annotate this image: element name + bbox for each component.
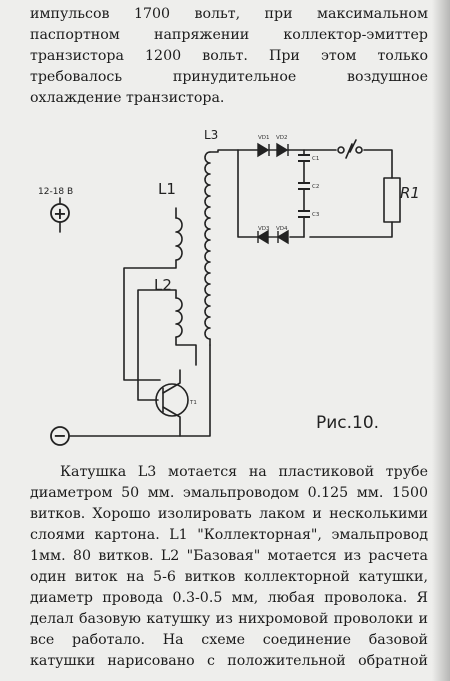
minus-terminal: − (50, 426, 70, 446)
capacitor-label: C2 (312, 184, 319, 190)
svg-text:−: − (53, 426, 66, 445)
text-line: требовалось принудительное воздушное (30, 69, 428, 85)
coil-l1-label: L1 (158, 180, 176, 198)
text-line: паспортном напряжении коллектор-эмиттер (30, 27, 428, 43)
resistor-r1 (383, 177, 401, 223)
supply-voltage-label: 12-18 В (38, 187, 73, 197)
text-line: диаметром 50 мм. эмальпроводом 0.125 мм.… (30, 485, 428, 501)
resistor-label: R1 (400, 184, 420, 202)
plus-terminal: + (50, 203, 70, 223)
diode-label: VD1 (258, 135, 270, 141)
coil-l1 (175, 217, 183, 261)
transistor-label: T1 (189, 400, 197, 406)
diode-label: VD2 (276, 135, 288, 141)
coil-l3-label: L3 (204, 128, 218, 142)
text-line: 1мм. 80 витков. L2 "Базовая" мотается из… (30, 548, 428, 564)
transistor-t1 (155, 383, 189, 417)
text-line: импульсов 1700 вольт, при максимальном (30, 6, 428, 22)
text-line: делал базовую катушку из нихромовой пров… (30, 611, 428, 627)
text-line: катушки нарисовано с положительной обрат… (30, 653, 428, 669)
coil-l3 (204, 151, 211, 340)
svg-text:+: + (53, 204, 66, 223)
text-line: транзистора 1200 вольт. При этом только (30, 48, 428, 64)
coil-l2-label: L2 (154, 276, 172, 294)
diode-label: VD4 (276, 226, 288, 232)
text-line: все работало. На схеме соединение базово… (30, 632, 428, 648)
text-line: охлаждение транзистора. (30, 90, 225, 106)
text-line: Катушка L3 мотается на пластиковой трубе (60, 464, 428, 480)
capacitor-label: C3 (312, 212, 320, 218)
diode-label: VD3 (258, 226, 270, 232)
text-line: витков. Хорошо изолировать лаком и неско… (30, 506, 428, 522)
text-line: один виток на 5-6 витков коллекторной ка… (30, 569, 428, 585)
text-line: диаметр провода 0.3-0.5 мм, любая провол… (30, 590, 428, 606)
coil-l2 (175, 297, 183, 338)
capacitor-label: C1 (312, 156, 319, 162)
page-edge-shadow (432, 0, 450, 681)
figure-caption: Рис.10. (316, 413, 379, 433)
text-line: слоями картона. L1 "Коллекторная", эмаль… (30, 527, 428, 543)
